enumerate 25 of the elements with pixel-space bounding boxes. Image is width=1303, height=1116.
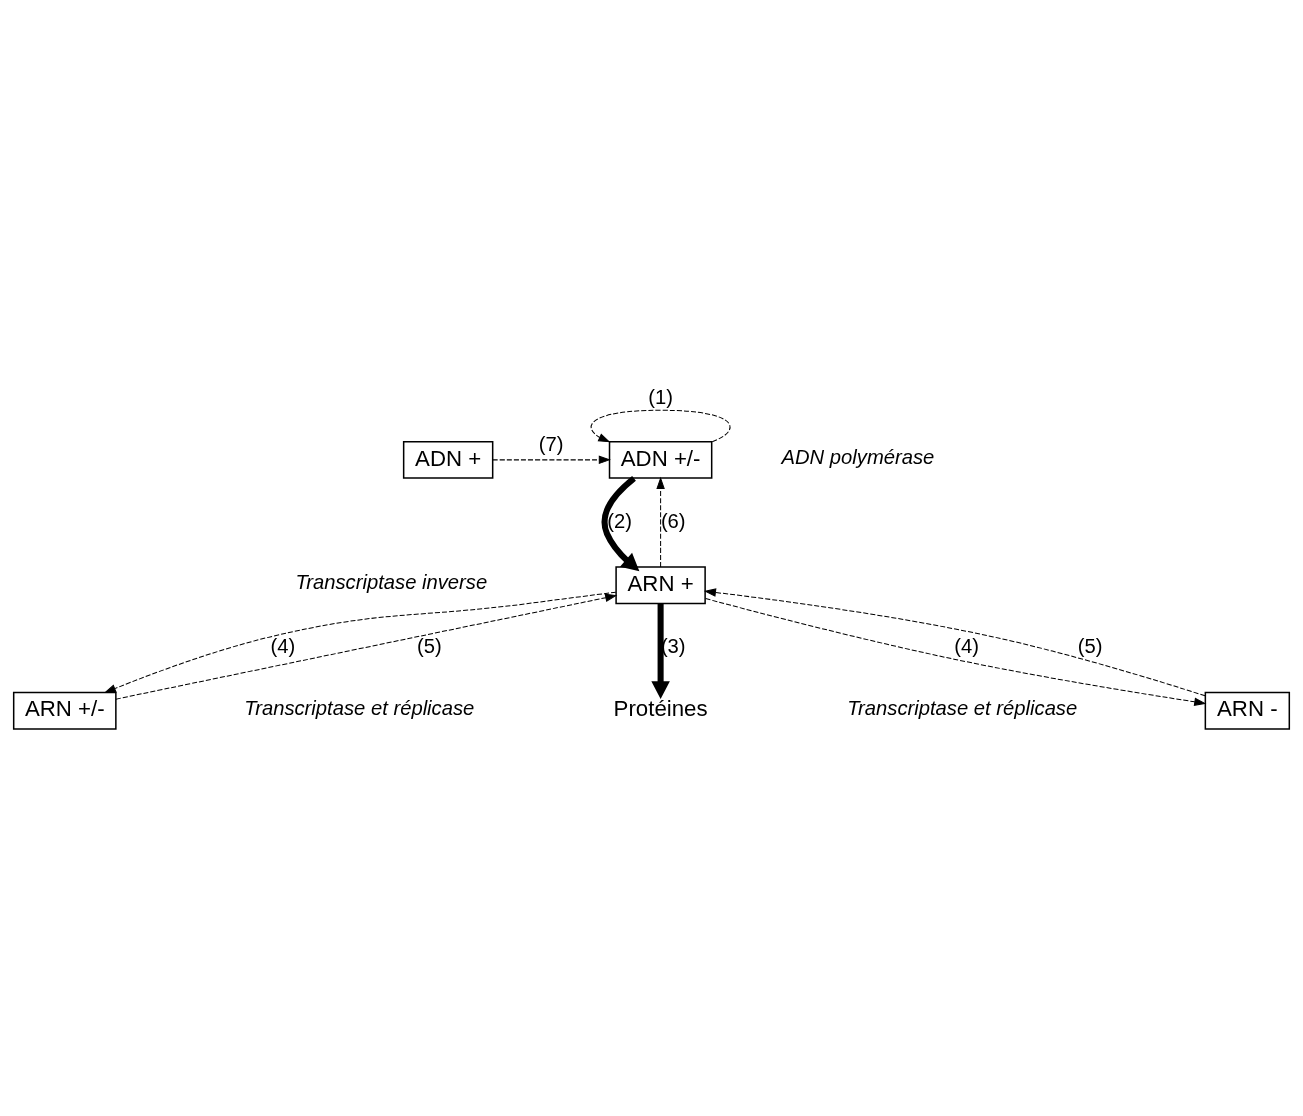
- edge-label: (2): [607, 509, 632, 532]
- label: Transcriptase et réplicase: [244, 696, 475, 719]
- edge-label: (4): [954, 634, 979, 657]
- arrow: [651, 603, 670, 699]
- arrow: [601, 475, 640, 571]
- node-box: ARN +: [615, 565, 706, 604]
- edge-label: (4): [270, 634, 296, 657]
- edge-label: (6): [660, 509, 686, 532]
- arrow: [492, 455, 611, 464]
- node-text: Protéines: [613, 695, 708, 721]
- edge-label: (5): [417, 634, 442, 657]
- arrow: [656, 476, 665, 567]
- label: Transcriptase inverse: [295, 570, 488, 593]
- edge-label: (7): [538, 432, 564, 455]
- node-box: ADN +: [402, 440, 494, 479]
- arrow: [705, 597, 1207, 706]
- node-box: ARN -: [1204, 691, 1291, 730]
- node-box: ARN +/-: [12, 691, 117, 730]
- node-box: ADN +/-: [608, 440, 713, 479]
- arrow: [590, 409, 731, 442]
- edge-label: (5): [1077, 634, 1103, 657]
- edge-label: (1): [648, 385, 673, 408]
- arrow: [703, 587, 1206, 696]
- label: Transcriptase et réplicase: [847, 696, 1078, 719]
- label: ADN polymérase: [781, 445, 935, 468]
